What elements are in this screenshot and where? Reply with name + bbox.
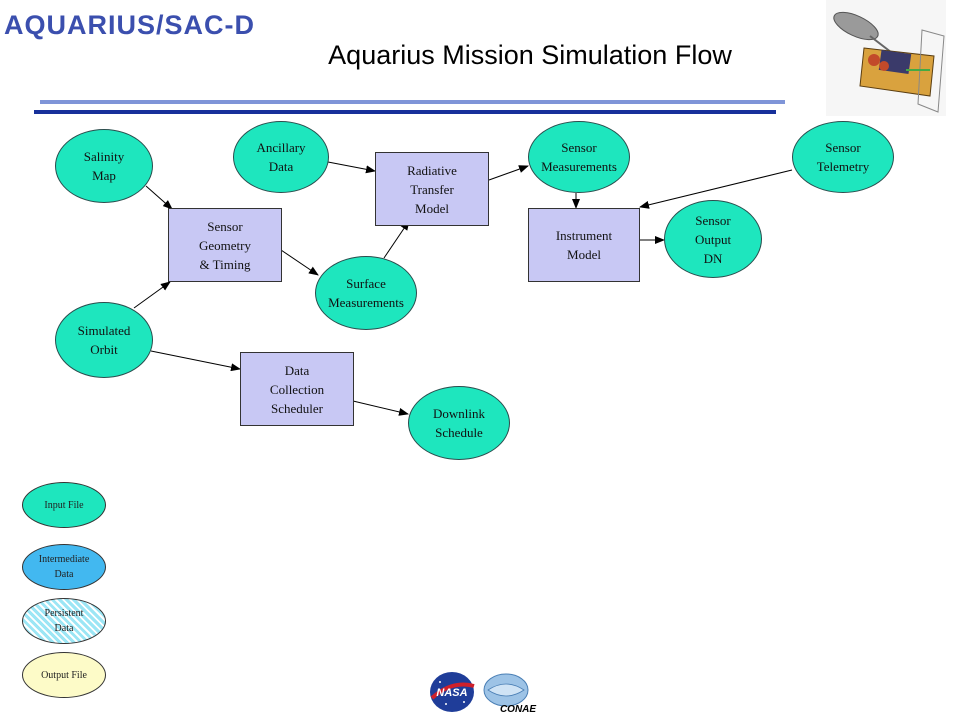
legend-input-file: Input File <box>22 482 106 528</box>
conae-logo-text: CONAE <box>500 704 536 715</box>
aquarius-sac-d-logo: AQUARIUS/SAC-D <box>4 10 256 40</box>
legend-persistent-data: Persistent Data <box>22 598 106 644</box>
satellite-illustration-icon <box>826 0 946 116</box>
arrow-salinity-to-geometry <box>145 185 173 210</box>
title-rule-dark <box>34 110 776 114</box>
downlink-schedule-node: Downlink Schedule <box>408 386 510 460</box>
sensor-telemetry-node: Sensor Telemetry <box>792 121 894 193</box>
salinity-map-node: Salinity Map <box>55 129 153 203</box>
sensor-output-dn-node: Sensor Output DN <box>664 200 762 278</box>
radiative-transfer-model-box: Radiative Transfer Model <box>375 152 489 226</box>
nasa-logo-text: NASA <box>436 687 467 699</box>
arrow-ancillary-to-radiative <box>327 161 376 174</box>
conae-logo-icon: CONAE <box>483 673 536 715</box>
arrow-scheduler-to-downlink <box>352 400 409 416</box>
nasa-logo-icon: NASA <box>430 672 475 712</box>
arrow-radiative-to-measurements <box>488 165 529 181</box>
instrument-model-box: Instrument Model <box>528 208 640 282</box>
arrow-orbit-to-geometry <box>133 281 171 309</box>
page-title: Aquarius Mission Simulation Flow <box>328 40 732 70</box>
sensor-geometry-timing-box: Sensor Geometry & Timing <box>168 208 282 282</box>
legend-output-file: Output File <box>22 652 106 698</box>
legend-intermediate-data: Intermediate Data <box>22 544 106 590</box>
simulated-orbit-node: Simulated Orbit <box>55 302 153 378</box>
ancillary-data-node: Ancillary Data <box>233 121 329 193</box>
sensor-measurements-node: Sensor Measurements <box>528 121 630 193</box>
arrow-geometry-to-surface <box>280 249 319 276</box>
arrow-orbit-to-scheduler <box>150 350 241 372</box>
title-rule-light <box>40 100 785 104</box>
arrow-surface-to-radiative <box>383 220 410 259</box>
surface-measurements-node: Surface Measurements <box>315 256 417 330</box>
arrow-telemetry-to-instrument <box>639 169 793 209</box>
data-collection-scheduler-box: Data Collection Scheduler <box>240 352 354 426</box>
